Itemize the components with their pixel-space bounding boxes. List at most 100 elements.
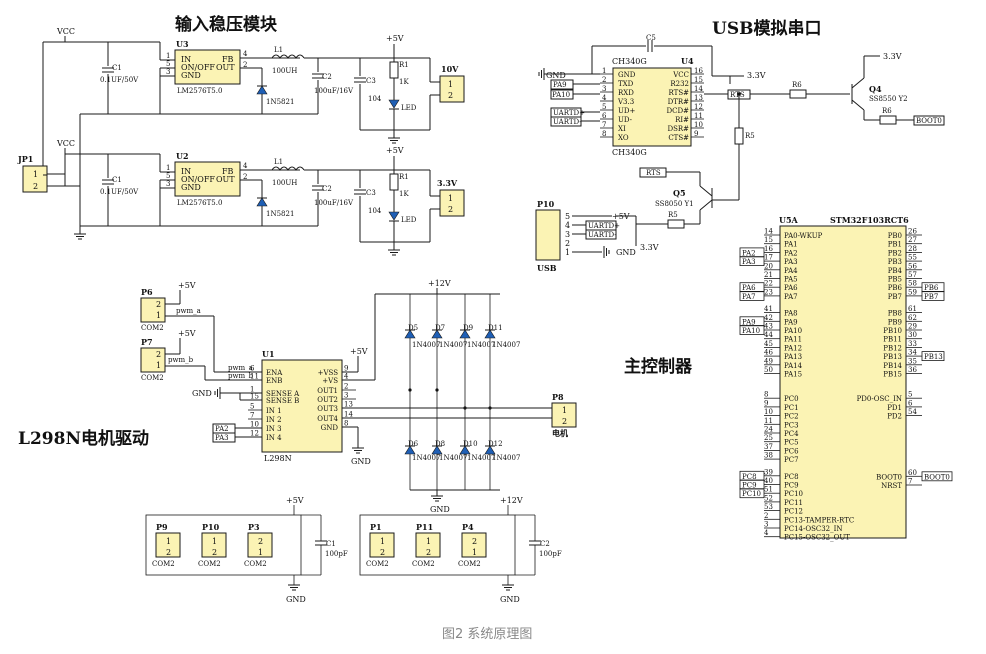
- bottom-connector-ref: P4: [462, 522, 474, 532]
- bottom-connector-ref: P3: [248, 522, 260, 532]
- mcu-pin-name: PA2: [784, 249, 798, 257]
- ch340-pin-num: 7: [602, 121, 606, 129]
- mcu-pin-name: PA4: [784, 267, 798, 275]
- l298-12v-label: +12V: [428, 279, 451, 288]
- l298-pin-num: 15: [250, 393, 259, 401]
- c2-value: 100uF/16V: [314, 87, 354, 95]
- l298-net-pa2: PA2: [215, 425, 229, 433]
- mcu-pin-num: 36: [908, 366, 917, 374]
- mcu-pin-name: PA12: [784, 344, 802, 352]
- net-rts: RTS: [730, 91, 745, 99]
- mcu-pin-name: PD1: [887, 404, 902, 412]
- usb-pin1: 1: [565, 248, 570, 257]
- ch340-pin-num: 3: [602, 85, 606, 93]
- mcu-pin-num: 39: [764, 468, 773, 476]
- mcu-pin-num: 9: [764, 399, 768, 407]
- usb-pin4: 4: [565, 221, 570, 230]
- usb-pin2: 2: [565, 239, 570, 248]
- l298-pin-name: +VS: [322, 377, 338, 385]
- bottom-cap-value: 100pF: [325, 550, 348, 558]
- bottom-rail-label: +5V: [286, 496, 304, 505]
- c3-ref: C3: [366, 77, 376, 85]
- plus5v-label-2: +5V: [386, 146, 404, 155]
- regulator-block-2: VCC C1 0.1UF/50V U2 IN ON/OFF GND FB OUT…: [56, 139, 465, 256]
- u2-part: LM2576T5.0: [177, 199, 222, 207]
- ch340-pin-name: UD+: [618, 107, 636, 115]
- mcu-pin-name: PA15: [784, 371, 802, 379]
- ch340-pin-num: 15: [694, 76, 703, 84]
- u2-num-5: 5: [166, 172, 170, 180]
- p6-ref: P6: [141, 287, 153, 297]
- out-3v3-pin1: 1: [448, 194, 453, 203]
- mcu-pin-name: PC15-OSC32_OUT: [784, 534, 850, 542]
- mcu-pin-num: 61: [908, 305, 917, 313]
- mcu-pin-num: 6: [908, 399, 913, 407]
- ch340-part-bottom: CH340G: [612, 148, 647, 157]
- ch340-chip: [612, 67, 692, 147]
- mcu-pin-name: PC1: [784, 404, 799, 412]
- p7-ref: P7: [141, 337, 153, 347]
- q5-rts-net: RTS: [646, 169, 661, 177]
- mcu-pin-name: PB15: [883, 371, 902, 379]
- mcu-pin-num: 59: [908, 288, 917, 296]
- motor-label: 电机: [552, 428, 568, 438]
- usb-uartd-minus: UARTD-: [588, 231, 617, 239]
- mcu-pin-num: 14: [764, 228, 773, 236]
- u3-chip: [174, 49, 241, 85]
- mcu-pin-num: 57: [908, 271, 917, 279]
- r5-ref-top: R5: [745, 132, 755, 140]
- l298-pin-name: SENSE A: [266, 390, 300, 398]
- mcu-pin-num: 28: [908, 245, 917, 253]
- l298-pin-num: 6: [250, 365, 255, 373]
- mcu-pin-num: 51: [764, 486, 773, 494]
- bridge-gnd-label: GND: [430, 505, 450, 514]
- mcu-pin-name: PA13: [784, 353, 802, 361]
- mcu-pin-name: PB0: [888, 232, 902, 240]
- l298-pin-name: OUT4: [317, 415, 338, 423]
- u2-pin-out: OUT: [216, 175, 235, 184]
- usb-pin3: 3: [565, 230, 570, 239]
- p6-pin2: 2: [156, 300, 161, 309]
- mcu-pin-num: 5: [908, 391, 912, 399]
- l298-chip: [261, 359, 343, 453]
- l298-pin-name: OUT1: [317, 387, 338, 395]
- mcu-pin-num: 15: [764, 236, 773, 244]
- mcu-pin-name: PB12: [883, 344, 902, 352]
- p8-pin1: 1: [562, 406, 567, 415]
- c2b-ref: C2: [322, 185, 332, 193]
- net-label: PA9: [742, 318, 756, 326]
- q5-ref: Q5: [673, 188, 686, 198]
- l298-pin-num: 3: [344, 392, 348, 400]
- out-10v-label: 10V: [441, 64, 459, 74]
- bottom-connector-pin: 1: [258, 548, 263, 557]
- l298-part: L298N: [264, 454, 292, 463]
- bottom-connector-com: COM2: [152, 560, 175, 568]
- mcu-pin-name: PC5: [784, 439, 799, 447]
- u2-num-1: 1: [166, 164, 170, 172]
- bottom-rail-label: +12V: [500, 496, 523, 505]
- diode-ref: D7: [435, 324, 445, 332]
- out-10v-pin2: 2: [448, 91, 453, 100]
- c1-ref: C1: [112, 64, 122, 72]
- mcu-pin-num: 42: [764, 314, 773, 322]
- u3-pin-fb: FB: [222, 55, 234, 64]
- diode-ref: D11: [488, 324, 503, 332]
- usb-pin5: 5: [565, 212, 570, 221]
- bottom-connector-com: COM2: [198, 560, 221, 568]
- mcu-pin-name: PA7: [784, 293, 798, 301]
- bottom-connector-com: COM2: [244, 560, 267, 568]
- mcu-pin-num: 50: [764, 366, 773, 374]
- l1b-value: 100UH: [272, 179, 297, 187]
- r1b-ref: R1: [399, 173, 409, 181]
- mcu-block: U5A STM32F103RCT6 14PA0-WKUP15PA116PA217…: [739, 215, 953, 542]
- bottom-connector-com: COM2: [458, 560, 481, 568]
- u3-num-5: 5: [166, 60, 170, 68]
- mcu-pin-name: PA0-WKUP: [784, 232, 823, 240]
- l298-pin-name: IN 2: [266, 416, 282, 424]
- mcu-pin-num: 52: [764, 494, 773, 502]
- ch340-pin-num: 4: [602, 94, 607, 102]
- ch340-pin-name: DCD#: [667, 107, 690, 115]
- led-label: LED: [401, 104, 417, 112]
